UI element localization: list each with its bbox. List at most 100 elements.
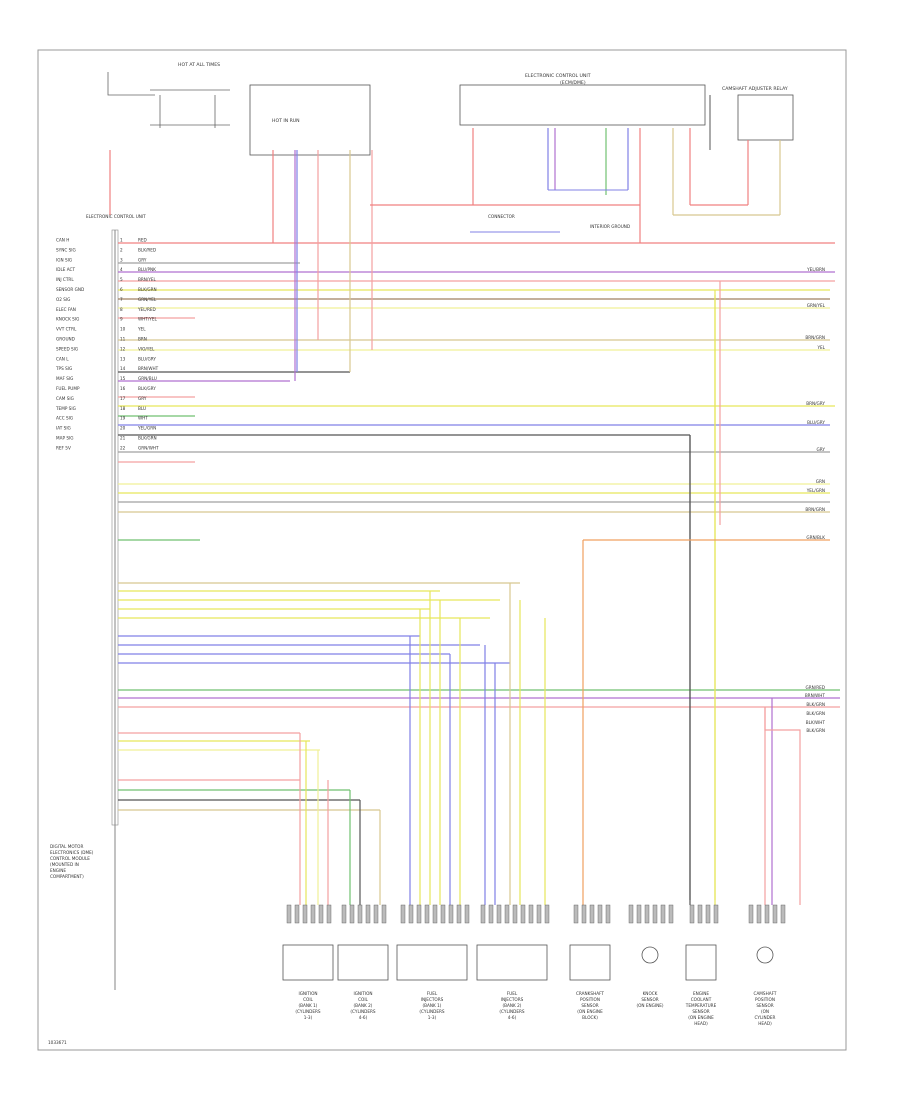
- component-label-line: FUEL: [507, 991, 518, 996]
- ground-label-2: INTERIOR GROUND: [590, 224, 630, 229]
- right-edge-label: GRN/YEL: [807, 303, 826, 308]
- pin-label: TEMP SIG: [55, 406, 76, 411]
- pin-wire-color: BLK/GRY: [138, 386, 156, 391]
- component-label-line: COOLANT: [691, 997, 712, 1002]
- pin-wire-color: BRN: [138, 337, 147, 342]
- pin-number: 20: [120, 426, 126, 431]
- pin-wire-color: GRY: [138, 257, 147, 262]
- component-label-line: (ON ENGINE: [688, 1015, 714, 1020]
- ecm-connector: [111, 229, 119, 826]
- component-label-line: (CYLINDERS: [419, 1009, 445, 1014]
- pin-label: MAP SIG: [56, 436, 73, 441]
- connector-pin: [357, 904, 363, 924]
- connector-pin: [536, 904, 542, 924]
- right-edge-label: BRN/WHT: [805, 693, 826, 698]
- component-label-line: SENSOR: [692, 1009, 709, 1014]
- connector-pin: [597, 904, 603, 924]
- component-label-line: IGNITION: [353, 991, 372, 996]
- relay-box: [249, 84, 371, 156]
- connector-pin: [464, 904, 470, 924]
- connector-pin: [480, 904, 486, 924]
- connector-pin: [440, 904, 446, 924]
- component-label-line: 4-6): [359, 1015, 368, 1020]
- connector-pin: [628, 904, 634, 924]
- component-label-line: CRANKSHAFT: [576, 991, 604, 996]
- component-label-line: (BANK 1): [423, 1003, 442, 1008]
- pin-wire-color: BLU/PNK: [138, 267, 156, 272]
- connector-pin: [544, 904, 550, 924]
- pin-number: 21: [120, 436, 126, 441]
- component-label-line: 1-3): [304, 1015, 313, 1020]
- component-label-line: SENSOR: [641, 997, 658, 1002]
- component-label-line: INJECTORS: [501, 997, 524, 1002]
- pin-wire-color: YEL: [137, 327, 146, 332]
- component-label-line: (ON: [761, 1009, 769, 1014]
- connector-pin: [764, 904, 770, 924]
- right-edge-label: BLK/GRN: [806, 702, 825, 707]
- connector-pin: [573, 904, 579, 924]
- component-label-line: IGNITION: [298, 991, 317, 996]
- pin-wire-color: BLK/GRN: [138, 436, 157, 441]
- pin-label: TPS SIG: [55, 366, 72, 371]
- right-edge-label: BLU/GRY: [807, 420, 825, 425]
- pin-number: 6: [120, 287, 123, 292]
- connector-pin: [772, 904, 778, 924]
- pin-number: 22: [120, 445, 126, 450]
- pin-label: REF 5V: [56, 445, 71, 450]
- top-block-relays: [107, 72, 794, 990]
- pin-label: VVT CTRL: [56, 327, 77, 332]
- connector-pin: [416, 904, 422, 924]
- fuse-line: [107, 72, 155, 96]
- component-label-line: (ON ENGINE): [636, 1003, 663, 1008]
- component-label-line: HEAD): [758, 1021, 772, 1026]
- ecm-left-label: DIGITAL MOTOR ELECTRONICS (DME) CONTROL …: [50, 844, 94, 879]
- right-edge-label: GRN/RED: [806, 685, 825, 690]
- pin-number: 17: [120, 396, 126, 401]
- component-wire: [764, 707, 801, 905]
- connector-pin: [302, 904, 308, 924]
- component-label-line: KNOCK: [643, 991, 658, 996]
- connector-pin: [748, 904, 754, 924]
- pin-wire-color: BLK/RED: [138, 247, 156, 252]
- pin-wire-color: RED: [138, 238, 147, 243]
- right-edge-label: BLK/WHT: [806, 720, 826, 725]
- connector-pin: [294, 904, 300, 924]
- pin-wire-color: YEL/RED: [137, 307, 156, 312]
- pin-label: GROUND: [56, 337, 75, 342]
- connector-pin: [408, 904, 414, 924]
- connector-pin: [660, 904, 666, 924]
- connector-pin: [636, 904, 642, 924]
- pin-number: 2: [120, 247, 123, 252]
- right-edge-label: BLK/GRN: [806, 711, 825, 716]
- pin-label: MAF SIG: [56, 376, 73, 381]
- connector-pin: [432, 904, 438, 924]
- connector-pin: [697, 904, 703, 924]
- pin-label: IGN SIG: [56, 257, 72, 262]
- component-label-line: COIL: [358, 997, 368, 1002]
- connector-pin: [756, 904, 762, 924]
- pin-number: 15: [120, 376, 126, 381]
- pin-label: KNOCK SIG: [56, 317, 79, 322]
- connector-pin: [780, 904, 786, 924]
- pin-wire-color: WHT: [138, 416, 148, 421]
- pin-number: 4: [120, 267, 123, 272]
- pin-number: 14: [120, 366, 126, 371]
- pin-wire-color: WHT/YEL: [138, 317, 157, 322]
- component-body: [337, 944, 389, 981]
- component-label-line: SENSOR: [756, 1003, 773, 1008]
- component-body: [476, 944, 548, 981]
- header-hot-in-run: HOT IN RUN: [272, 118, 300, 124]
- pin-wire-color: BRN/WHT: [138, 366, 159, 371]
- component-label-line: POSITION: [755, 997, 775, 1002]
- right-edge-label: BRN/GRN: [805, 507, 825, 512]
- ecm-label-line: ELECTRONICS (DME): [50, 850, 94, 855]
- connector-pin: [373, 904, 379, 924]
- component-label-line: 4-6): [508, 1015, 517, 1020]
